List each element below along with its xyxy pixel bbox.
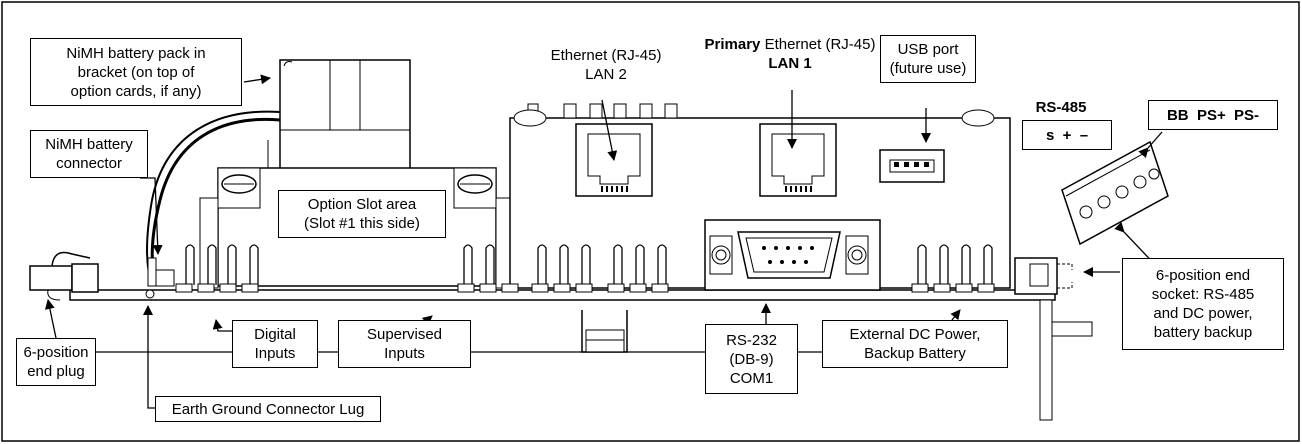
external-power-callout: External DC Power, Backup Battery — [822, 320, 1008, 368]
usb-port-line-1: USB port — [897, 41, 959, 58]
battery-connector-callout: NiMH battery connector — [30, 130, 148, 178]
ethernet-lan2-line-1: Ethernet (RJ-45) — [550, 47, 662, 64]
rs232-line-3: COM1 — [729, 369, 774, 387]
end-socket-line-3: and DC power, — [1153, 305, 1253, 322]
end-socket-line-1: 6-position end — [1155, 267, 1251, 284]
rs232-callout: RS-232 (DB-9) COM1 — [705, 324, 798, 394]
rs485-title: RS-485 — [1035, 99, 1087, 116]
battery-pack-line-1: NiMH battery pack in — [66, 44, 206, 62]
external-power-line-1: External DC Power, — [849, 326, 981, 343]
rj45-lan2-port — [575, 123, 653, 197]
supervised-inputs-callout: Supervised Inputs — [338, 320, 471, 368]
end-socket-callout: 6-position end socket: RS-485 and DC pow… — [1122, 258, 1284, 350]
usb-port-line-2: (future use) — [889, 60, 967, 77]
option-slot-line-1: Option Slot area — [307, 196, 417, 213]
power-pins-label: BB PS+ PS- — [1148, 100, 1278, 130]
rj45-lan1-port — [759, 123, 837, 197]
battery-connector-line-1: NiMH battery — [45, 136, 133, 153]
supervised-inputs-line-1: Supervised — [366, 326, 443, 343]
primary-ethernet-line-1: Primary Ethernet (RJ-45) — [680, 35, 900, 54]
primary-word: Primary — [704, 36, 761, 53]
battery-pack-line-3: option cards, if any) — [70, 82, 202, 100]
option-slot-callout: Option Slot area (Slot #1 this side) — [278, 190, 446, 238]
battery-pack-line-2: bracket (on top of — [77, 63, 195, 81]
rs232-line-1: RS-232 — [726, 331, 777, 349]
earth-ground-lug — [145, 289, 155, 299]
digital-inputs-callout: Digital Inputs — [232, 320, 318, 368]
rs485-pins-label: s + – — [1022, 120, 1112, 150]
db9-connector — [704, 219, 881, 291]
primary-ethernet-rest: Ethernet (RJ-45) — [760, 36, 876, 53]
earth-ground-text: Earth Ground Connector Lug — [171, 400, 365, 418]
usb-port — [879, 149, 945, 183]
battery-pack — [146, 59, 411, 286]
end-plug-line-1: 6-position — [23, 344, 89, 361]
external-power-line-2: Backup Battery — [864, 345, 966, 362]
usb-port-callout: USB port (future use) — [880, 35, 976, 83]
digital-inputs-line-1: Digital — [254, 326, 296, 343]
rs485-plug-connector — [1061, 140, 1169, 246]
power-pins-text: BB PS+ PS- — [1166, 106, 1260, 124]
option-slot-line-2: (Slot #1 this side) — [304, 215, 420, 232]
end-plug-line-2: end plug — [27, 363, 85, 380]
end-socket-line-2: socket: RS-485 — [1151, 286, 1255, 303]
battery-connector-line-2: connector — [56, 155, 122, 172]
earth-ground-callout: Earth Ground Connector Lug — [155, 396, 381, 422]
battery-pack-callout: NiMH battery pack in bracket (on top of … — [30, 38, 242, 106]
digital-inputs-line-2: Inputs — [254, 345, 296, 362]
rs232-line-2: (DB-9) — [729, 350, 774, 368]
end-socket — [1014, 257, 1073, 295]
end-socket-line-4: battery backup — [1153, 324, 1253, 341]
battery-connector — [147, 257, 175, 287]
option-card-bracket — [199, 167, 515, 289]
primary-ethernet-label: Primary Ethernet (RJ-45) LAN 1 — [680, 35, 900, 73]
supervised-inputs-line-2: Inputs — [384, 345, 425, 362]
terminal-blocks — [175, 283, 995, 293]
ethernet-lan2-line-2: LAN 2 — [585, 66, 627, 83]
end-plug-callout: 6-position end plug — [16, 338, 96, 386]
header-pins — [185, 244, 993, 285]
end-plug — [29, 251, 99, 301]
primary-ethernet-line-2: LAN 1 — [768, 55, 812, 72]
ethernet-lan2-label: Ethernet (RJ-45) LAN 2 — [538, 46, 674, 84]
rs485-pins-text: s + – — [1045, 126, 1089, 144]
leader-lines — [44, 74, 1163, 409]
